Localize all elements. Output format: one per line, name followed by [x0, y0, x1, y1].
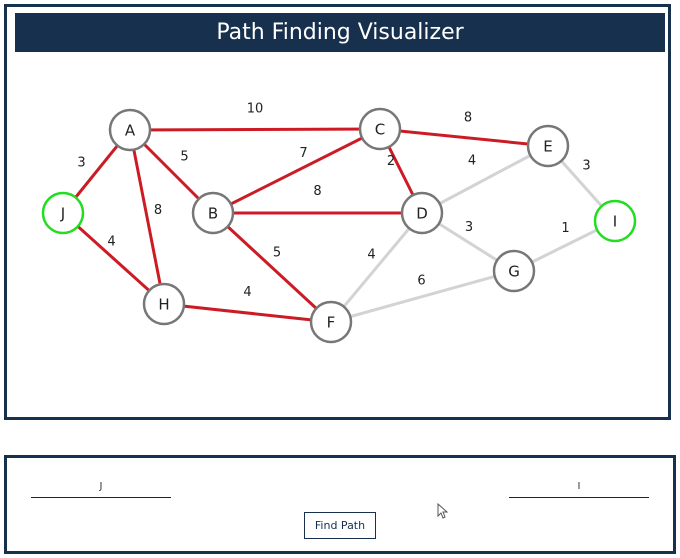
- edge-weight-a-c: 10: [247, 102, 264, 117]
- node-d[interactable]: D: [400, 191, 444, 235]
- node-f[interactable]: F: [309, 300, 353, 344]
- edge-f-g: [330, 269, 515, 324]
- node-circle: [108, 108, 152, 152]
- edge-weight-d-f: 4: [367, 248, 375, 263]
- edge-weight-b-d: 8: [313, 184, 321, 199]
- edge-d-e: [421, 144, 549, 215]
- edge-weight-b-f: 5: [273, 246, 281, 261]
- edge-c-e: [379, 127, 549, 148]
- node-label: I: [613, 213, 617, 231]
- node-a[interactable]: A: [108, 108, 152, 152]
- node-circle: [526, 124, 570, 168]
- edge-weight-b-c: 7: [299, 146, 307, 161]
- node-label: B: [208, 205, 218, 223]
- edge-b-c: [212, 127, 381, 215]
- node-b[interactable]: B: [191, 191, 235, 235]
- node-e[interactable]: E: [526, 124, 570, 168]
- edge-h-f: [163, 302, 332, 324]
- nodes-group: A B C D E F G H I J: [41, 107, 637, 344]
- node-circle: [400, 191, 444, 235]
- edge-d-f: [329, 212, 424, 323]
- find-path-button[interactable]: Find Path: [304, 512, 376, 539]
- node-label: H: [158, 296, 169, 314]
- edge-weight-e-i: 3: [582, 159, 590, 174]
- edge-weight-c-e: 8: [464, 111, 472, 126]
- node-circle: [309, 300, 353, 344]
- node-circle: [142, 282, 186, 326]
- edge-a-h: [128, 129, 166, 305]
- start-node-input[interactable]: [31, 475, 171, 498]
- page-title: Path Finding Visualizer: [15, 13, 665, 52]
- node-circle: [593, 199, 637, 243]
- edge-weights-group: 10 8 3 5 8 7 2 8 4 5 4 4 3 3 1 4 6: [77, 102, 590, 301]
- node-g[interactable]: G: [492, 249, 536, 293]
- edge-a-c: [129, 127, 381, 132]
- node-circle: [41, 191, 85, 235]
- node-c[interactable]: C: [358, 107, 402, 151]
- node-label: F: [327, 314, 336, 332]
- node-label: G: [508, 263, 520, 281]
- edge-weight-c-d: 2: [387, 154, 395, 169]
- edge-weight-f-g: 6: [417, 274, 425, 289]
- mouse-cursor-icon: [437, 503, 449, 519]
- edge-weight-d-g: 3: [465, 220, 473, 235]
- node-j[interactable]: J: [41, 191, 85, 235]
- edge-weight-d-e: 4: [468, 154, 476, 169]
- edge-weight-g-i: 1: [561, 221, 569, 236]
- edge-b-f: [211, 211, 333, 324]
- edge-weight-a-h: 8: [154, 203, 162, 218]
- edge-weight-j-a: 3: [77, 156, 85, 171]
- node-h[interactable]: H: [142, 282, 186, 326]
- node-i[interactable]: I: [593, 199, 637, 243]
- node-circle: [492, 249, 536, 293]
- edge-weight-h-f: 4: [243, 285, 251, 300]
- node-label: A: [125, 122, 136, 140]
- visualizer-panel: Path Finding Visualizer: [4, 4, 671, 420]
- end-node-input[interactable]: [509, 475, 649, 498]
- node-label: E: [543, 138, 552, 156]
- node-circle: [358, 107, 402, 151]
- node-circle: [191, 191, 235, 235]
- control-panel: Find Path: [4, 455, 676, 554]
- node-label: J: [60, 205, 65, 223]
- node-label: C: [375, 121, 385, 139]
- edge-j-h: [61, 211, 166, 306]
- edge-weight-a-b: 5: [180, 150, 188, 165]
- node-label: D: [416, 205, 428, 223]
- edge-weight-j-h: 4: [107, 235, 115, 250]
- graph-canvas: 10 8 3 5 8 7 2 8 4 5 4 4 3 3 1 4 6 A B C D E F G H I J: [41, 102, 637, 344]
